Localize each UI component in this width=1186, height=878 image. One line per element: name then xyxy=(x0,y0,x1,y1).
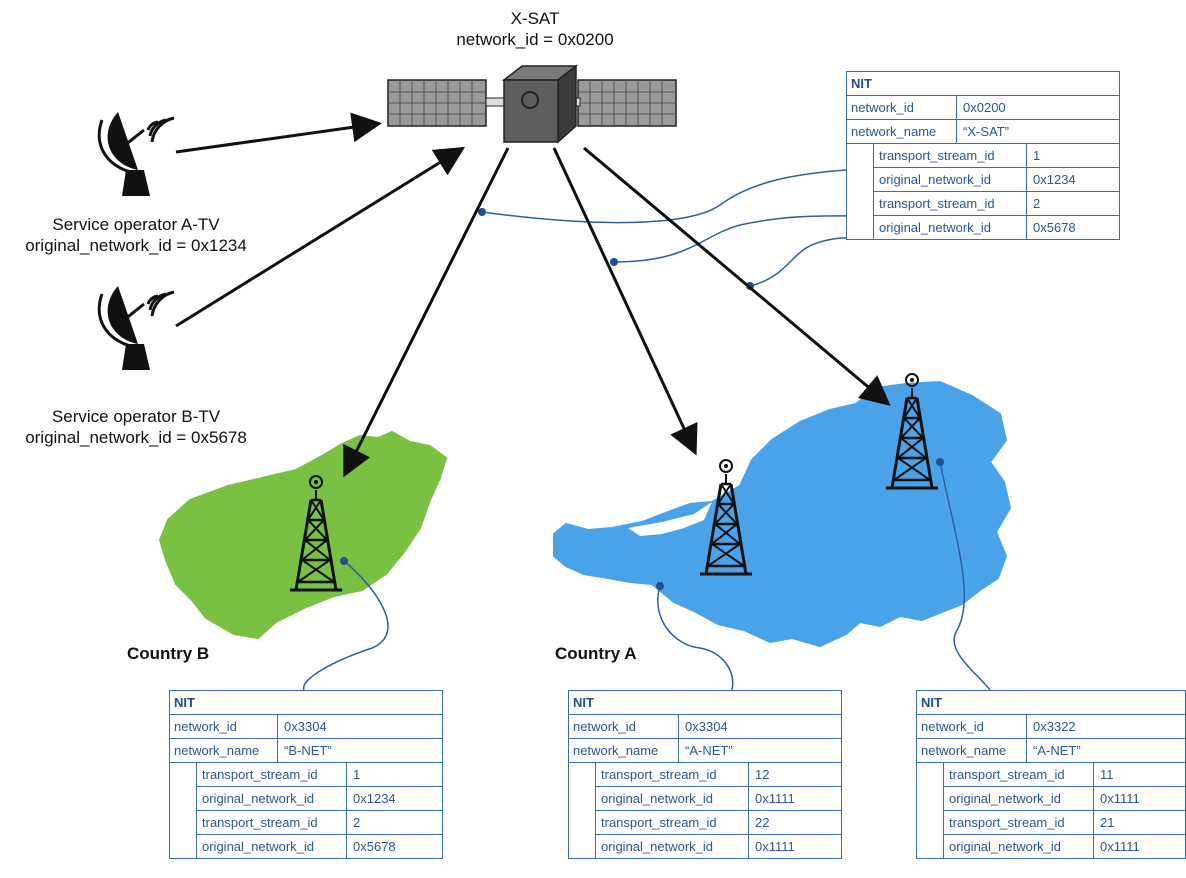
nit-title: NIT xyxy=(847,72,1119,96)
nit-stream-row: original_network_id 0x1111 xyxy=(944,835,1185,858)
country-a-label: Country A xyxy=(555,644,637,663)
nit-stream-row: original_network_id 0x1111 xyxy=(944,787,1185,811)
nit-row-network-id: network_id 0x3322 xyxy=(917,715,1185,739)
nit-row-network-name: network_name “A-NET” xyxy=(569,739,841,763)
operator-b-name: Service operator B-TV xyxy=(51,407,221,426)
nit-title: NIT xyxy=(569,691,841,715)
link-sat-ts1 xyxy=(481,167,871,224)
arrow-sat-to-country-a-west xyxy=(552,147,698,456)
link-sat-ts2-a xyxy=(613,215,871,263)
operator-a-label: Service operator A-TV original_network_i… xyxy=(0,214,272,256)
nit-stream-row: transport_stream_id 12 xyxy=(596,763,841,787)
nit-table-sat: NIT network_id 0x0200 network_name “X-SA… xyxy=(846,71,1120,240)
nit-stream-row: transport_stream_id 1 xyxy=(874,144,1119,168)
nit-stream-list: transport_stream_id 11 original_network_… xyxy=(943,763,1185,858)
nit-title: NIT xyxy=(917,691,1185,715)
nit-stream-row: transport_stream_id 2 xyxy=(874,192,1119,216)
operator-b-onid: original_network_id = 0x5678 xyxy=(25,428,247,447)
nit-stream-row: transport_stream_id 22 xyxy=(596,811,841,835)
nit-stream-row: transport_stream_id 1 xyxy=(197,763,442,787)
operator-b-label: Service operator B-TV original_network_i… xyxy=(0,406,272,448)
arrow-b-tv-to-sat xyxy=(175,146,466,328)
nit-stream-row: original_network_id 0x1111 xyxy=(596,787,841,811)
nit-stream-row: transport_stream_id 11 xyxy=(944,763,1185,787)
arrow-sat-to-country-b xyxy=(343,147,510,478)
nit-title: NIT xyxy=(170,691,442,715)
satellite-network-id: network_id = 0x0200 xyxy=(456,30,614,49)
satellite-label: X-SAT network_id = 0x0200 xyxy=(430,8,640,50)
satellite-icon xyxy=(387,64,677,144)
signal-arrows xyxy=(175,112,891,478)
nit-row-network-id: network_id 0x3304 xyxy=(170,715,442,739)
operator-a-name: Service operator A-TV xyxy=(52,215,220,234)
nit-stream-row: original_network_id 0x5678 xyxy=(874,216,1119,239)
nit-stream-list: transport_stream_id 12 original_network_… xyxy=(595,763,841,858)
link-dots xyxy=(340,208,944,590)
link-tower-a2 xyxy=(939,461,991,691)
arrow-sat-to-country-a-east xyxy=(583,146,891,406)
nit-stream-row: transport_stream_id 21 xyxy=(944,811,1185,835)
nit-stream-row: original_network_id 0x1111 xyxy=(596,835,841,858)
satellite-name: X-SAT xyxy=(510,9,560,28)
link-tower-b xyxy=(303,560,389,691)
link-lines xyxy=(303,167,991,691)
nit-row-network-name: network_name “B-NET” xyxy=(170,739,442,763)
nit-table-country-b: NIT network_id 0x3304 network_name “B-NE… xyxy=(169,690,443,859)
country-b-map xyxy=(158,430,448,640)
nit-stream-list: transport_stream_id 1 original_network_i… xyxy=(873,144,1119,239)
link-tower-a1 xyxy=(657,585,734,691)
arrow-a-tv-to-sat xyxy=(175,112,382,154)
nit-stream-row: transport_stream_id 2 xyxy=(197,811,442,835)
nit-stream-list: transport_stream_id 1 original_network_i… xyxy=(196,763,442,858)
nit-stream-row: original_network_id 0x1234 xyxy=(197,787,442,811)
nit-row-network-name: network_name “X-SAT” xyxy=(847,120,1119,144)
nit-row-network-id: network_id 0x3304 xyxy=(569,715,841,739)
nit-stream-row: original_network_id 0x1234 xyxy=(874,168,1119,192)
nit-table-country-a-east: NIT network_id 0x3322 network_name “A-NE… xyxy=(916,690,1186,859)
dish-icon-b-tv xyxy=(97,284,176,372)
dish-icon-a-tv xyxy=(97,110,176,198)
nit-table-country-a-west: NIT network_id 0x3304 network_name “A-NE… xyxy=(568,690,842,859)
link-sat-ts2-b xyxy=(749,236,871,287)
country-b-label: Country B xyxy=(127,644,210,663)
operator-a-onid: original_network_id = 0x1234 xyxy=(25,236,247,255)
nit-stream-row: original_network_id 0x5678 xyxy=(197,835,442,858)
nit-row-network-name: network_name “A-NET” xyxy=(917,739,1185,763)
country-a-map xyxy=(553,380,1012,648)
nit-row-network-id: network_id 0x0200 xyxy=(847,96,1119,120)
